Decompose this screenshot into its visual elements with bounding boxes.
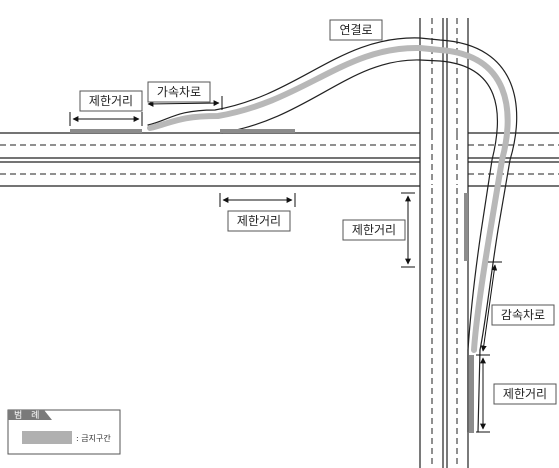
restricted-zone-vert (464, 193, 468, 261)
label-restrict-bottom: 제한거리 (493, 383, 557, 405)
vertical-main-road (419, 18, 469, 468)
ramp (147, 37, 518, 433)
label-restrict-mid-text: 제한거리 (237, 214, 281, 228)
label-restrict-mid: 제한거리 (227, 210, 291, 232)
label-restrict-left: 제한거리 (79, 90, 143, 112)
intersection-clear (421, 134, 467, 185)
ramp-grey-band (147, 44, 511, 353)
restricted-zones (70, 129, 474, 433)
label-decel-lane-text: 감속차로 (501, 308, 545, 322)
label-accel-lane: 가속차로 (147, 81, 211, 103)
legend: 범 례 : 금지구간 (7, 409, 121, 455)
label-connector-text: 연결로 (339, 23, 372, 37)
legend-item-label: : 금지구간 (76, 433, 111, 443)
arrow-accel (147, 100, 220, 107)
restricted-zone-bottom (469, 355, 474, 433)
intersection-lines (431, 134, 458, 185)
horizontal-main-road (0, 132, 559, 187)
label-connector: 연결로 (329, 19, 383, 41)
legend-title: 범 례 (14, 410, 42, 421)
arrow-decel (480, 264, 498, 352)
restricted-zone-mid (220, 129, 295, 133)
ramp-decel-merge (477, 349, 481, 433)
legend-swatch (22, 431, 72, 444)
label-restrict-left-text: 제한거리 (89, 94, 133, 108)
label-accel-lane-text: 가속차로 (157, 85, 201, 99)
label-restrict-vert-text: 제한거리 (352, 223, 396, 237)
ramp-inner-edge (221, 59, 498, 351)
label-restrict-bottom-text: 제한거리 (503, 387, 547, 401)
legend-header (8, 410, 52, 420)
label-restrict-vert: 제한거리 (342, 219, 406, 241)
restricted-zone-left (70, 129, 142, 133)
dimension-arrows (69, 96, 502, 433)
label-decel-lane: 감속차로 (491, 304, 555, 326)
